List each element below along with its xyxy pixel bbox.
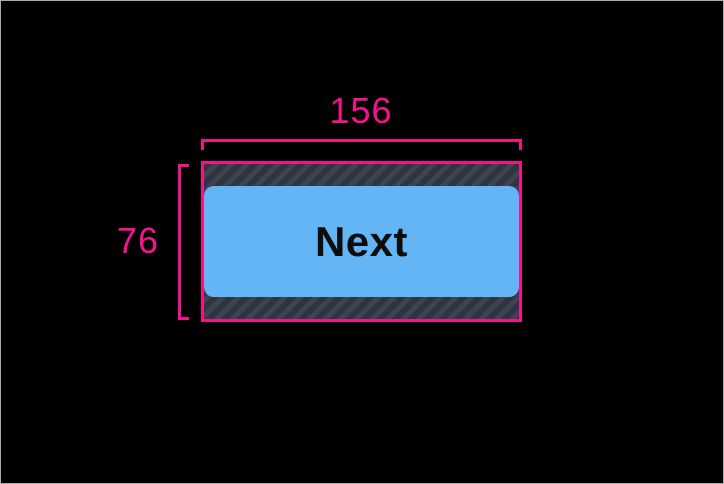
- height-measurement-bracket: [178, 164, 189, 320]
- height-dimension-label: 76: [116, 220, 159, 261]
- next-button[interactable]: Next: [204, 186, 519, 297]
- width-dimension-label: 156: [329, 90, 393, 131]
- touch-target-bounds: Next: [201, 161, 522, 322]
- width-measurement-bracket: [201, 139, 522, 150]
